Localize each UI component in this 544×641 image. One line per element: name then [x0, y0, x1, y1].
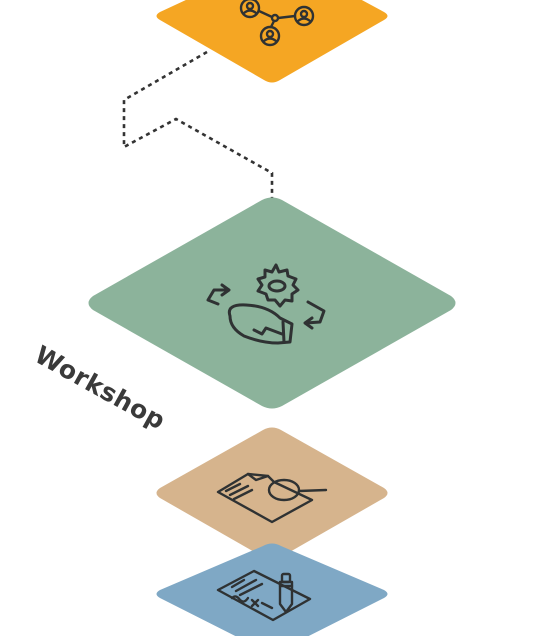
workshop-tile: [88, 197, 456, 409]
sign-tile: [156, 543, 388, 641]
cycle-arrow-right-icon: [304, 300, 326, 325]
network-icon: [239, 0, 315, 47]
gear-icon: [256, 263, 300, 308]
network-tile: [156, 0, 388, 83]
layer-workshop: [88, 197, 456, 409]
cycle-arrow-left-icon: [206, 288, 230, 306]
document-magnifier-icon: [216, 472, 328, 524]
layer-sign: [156, 543, 388, 641]
lightbulb-icon: [227, 303, 294, 345]
layer-network: [156, 0, 388, 83]
gear-lightbulb-cycle-icon: [206, 263, 326, 345]
dashed-connector: [122, 50, 274, 243]
review-tile: [156, 427, 388, 560]
document-pencil-icon: [216, 569, 312, 622]
layer-review: [156, 427, 388, 560]
